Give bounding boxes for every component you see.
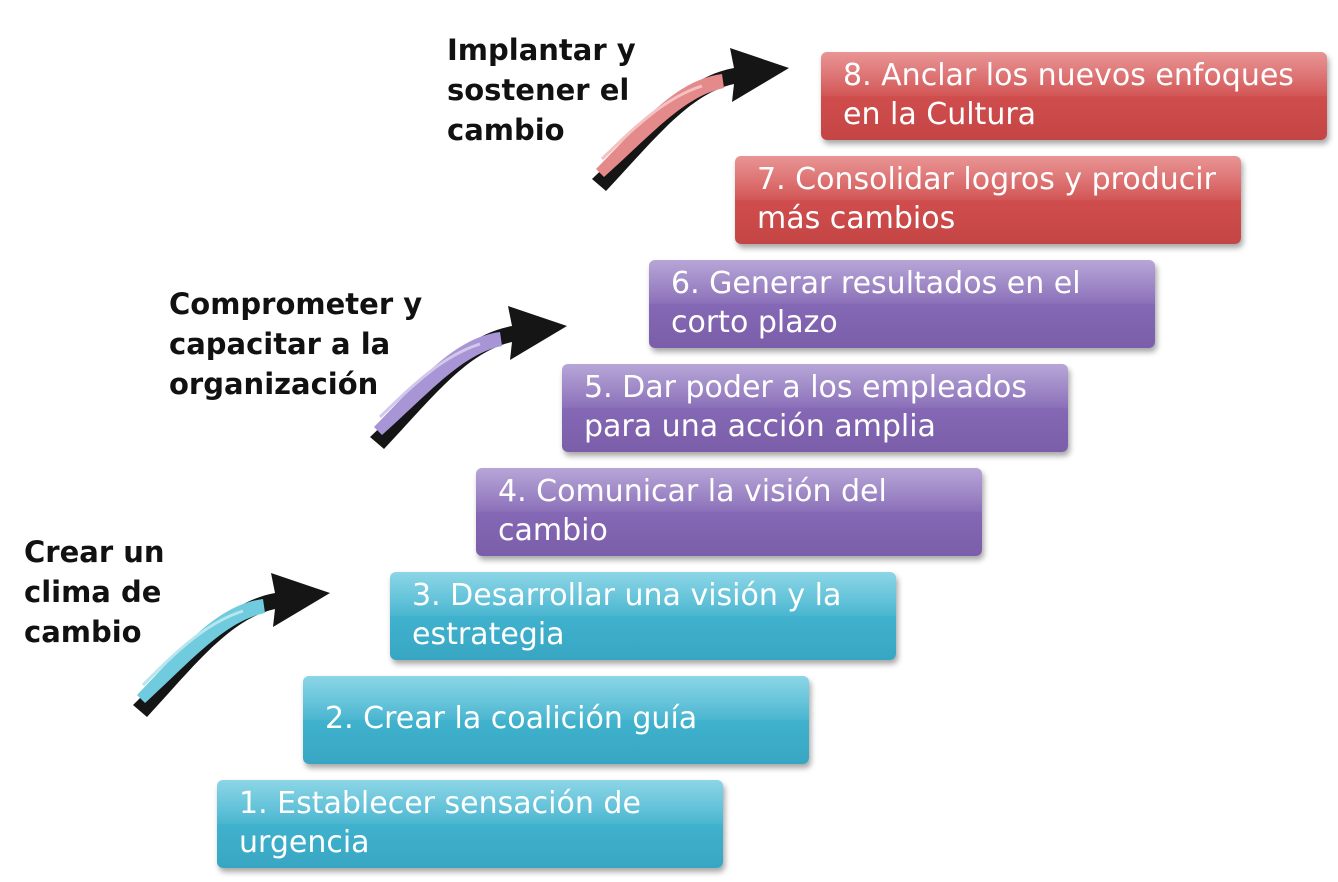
curved-arrow-icon <box>133 573 330 717</box>
step-7: 7. Consolidar logros y producir más camb… <box>735 156 1241 244</box>
step-4-label: 4. Comunicar la visión del cambio <box>498 474 887 548</box>
step-6: 6. Generar resultados en el corto plazo <box>649 260 1155 348</box>
step-8-label: 8. Anclar los nuevos enfoques en la Cult… <box>843 58 1294 132</box>
step-7-label: 7. Consolidar logros y producir más camb… <box>757 162 1216 236</box>
phase-label-comprometer: Comprometer y capacitar a la organizació… <box>169 287 423 401</box>
step-5: 5. Dar poder a los empleados para una ac… <box>562 364 1068 452</box>
curved-arrow-icon <box>592 48 789 191</box>
step-8: 8. Anclar los nuevos enfoques en la Cult… <box>821 52 1327 140</box>
curved-arrow-icon <box>370 306 567 449</box>
step-4: 4. Comunicar la visión del cambio <box>476 468 982 556</box>
step-1: 1. Establecer sensación de urgencia <box>217 780 723 868</box>
step-2: 2. Crear la coalición guía <box>303 676 809 764</box>
step-6-label: 6. Generar resultados en el corto plazo <box>671 266 1081 340</box>
phase-label-crear: Crear un clima de cambio <box>24 535 165 649</box>
step-1-label: 1. Establecer sensación de urgencia <box>239 786 641 860</box>
phase-label-implantar: Implantar y sostener el cambio <box>447 33 636 147</box>
step-3: 3. Desarrollar una visión y la estrategi… <box>390 572 896 660</box>
step-2-label: 2. Crear la coalición guía <box>325 701 698 736</box>
step-5-label: 5. Dar poder a los empleados para una ac… <box>584 370 1027 444</box>
step-3-label: 3. Desarrollar una visión y la estrategi… <box>412 578 842 652</box>
